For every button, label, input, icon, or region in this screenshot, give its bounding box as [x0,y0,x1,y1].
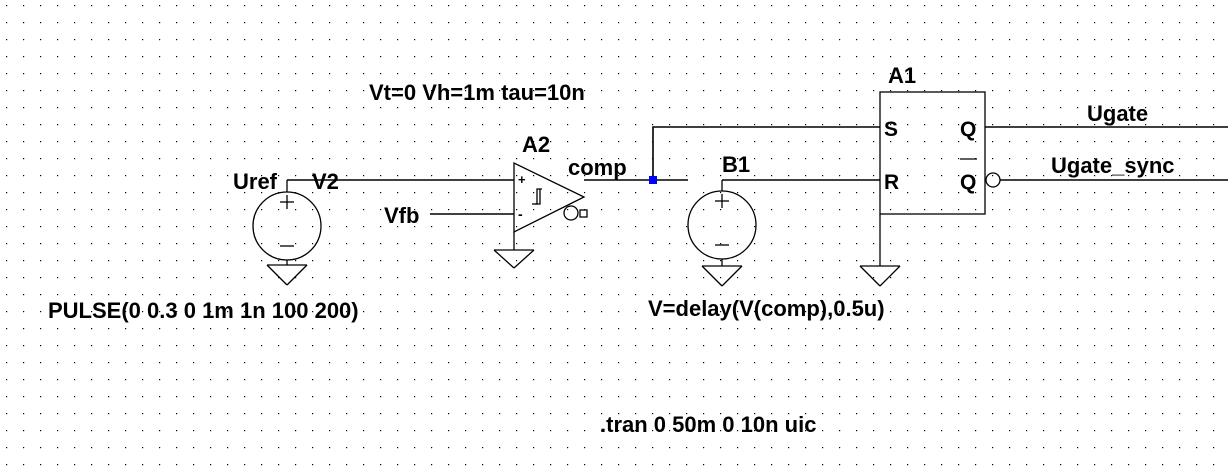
source-b1-value: V=delay(V(comp),0.5u) [648,296,885,321]
comparator-params: Vt=0 Vh=1m tau=10n [369,80,585,105]
net-label-vfb: Vfb [384,203,419,228]
comparator-name: A2 [522,132,550,157]
comparator-output-pin-icon [579,209,588,218]
flipflop-r-pin-label: R [884,171,899,194]
flipflop-name: A1 [888,63,916,88]
source-v2-value: PULSE(0 0.3 0 1m 1n 100 200) [48,298,359,323]
plus-sign-icon [715,194,729,208]
ground-symbol-icon [266,264,308,286]
comparator-minus-pin-label: - [518,206,523,222]
behavioral-source-b1[interactable] [687,180,757,266]
comparator-inverted-output-icon [563,205,579,221]
net-label-uref: Uref [233,169,278,194]
voltage-source-v2[interactable] [252,180,322,265]
comparator-plus-pin-label: + [518,172,526,187]
net-label-comp: comp [568,155,627,180]
ground-symbol-icon [701,265,743,287]
comparator-a2-body [513,161,586,234]
wire-set[interactable] [652,126,880,180]
source-b1-name: B1 [722,152,750,177]
grid-dots [6,5,1215,466]
hysteresis-icon [532,188,542,205]
ground-symbol-icon [859,214,901,287]
flipflop-s-pin-label: S [884,118,898,141]
source-v2-name: V2 [312,169,339,194]
flipflop-q-pin-label: Q [960,118,976,141]
plus-sign-icon [280,195,294,209]
net-label-ugate: Ugate [1087,101,1148,126]
net-label-ugate-sync: Ugate_sync [1051,153,1175,178]
junction-dot [649,176,657,184]
spice-directive: .tran 0 50m 0 10n uic [600,412,816,437]
comparator-a2[interactable]: + - [513,161,588,234]
flipflop-a1-body [879,91,986,215]
ground-symbol-icon [493,232,535,269]
flipflop-qbar-pin-label: Q [960,171,976,194]
flipflop-a1[interactable]: S R Q Q [879,91,1001,215]
